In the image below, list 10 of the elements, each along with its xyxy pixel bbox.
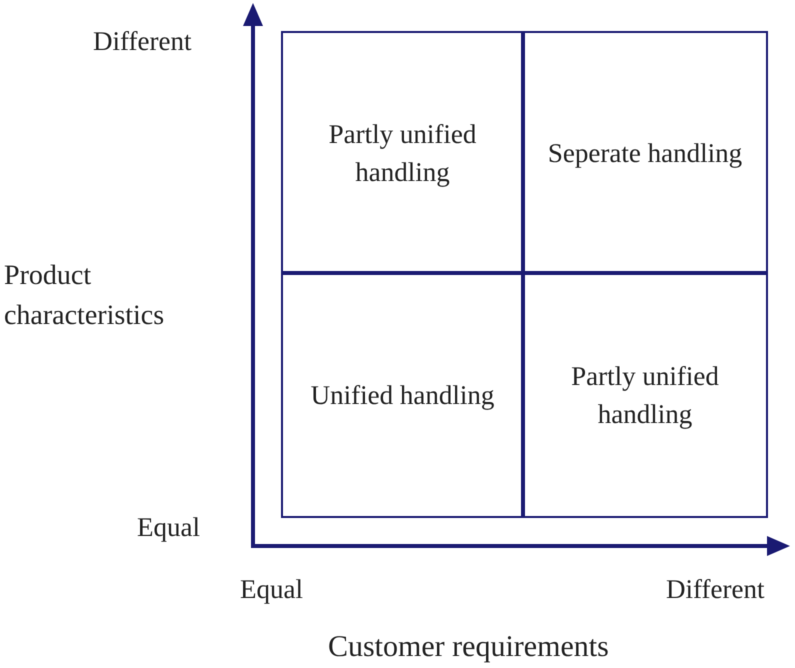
quadrant-label: Seperate handling xyxy=(548,136,742,170)
axis-tick-label: Equal xyxy=(240,573,303,606)
quadrant-label: Partly unified handling xyxy=(328,118,478,189)
quadrant-label: Partly unified handling xyxy=(570,360,720,431)
axis-tick-label: Different xyxy=(93,25,192,58)
axis-tick-label: Different xyxy=(666,573,764,606)
axis-title: Product characteristics xyxy=(4,259,166,333)
axis-title: Customer requirements xyxy=(328,630,609,664)
quadrant-label: Unified handling xyxy=(310,379,494,412)
axis-tick-label: Equal xyxy=(137,511,200,544)
